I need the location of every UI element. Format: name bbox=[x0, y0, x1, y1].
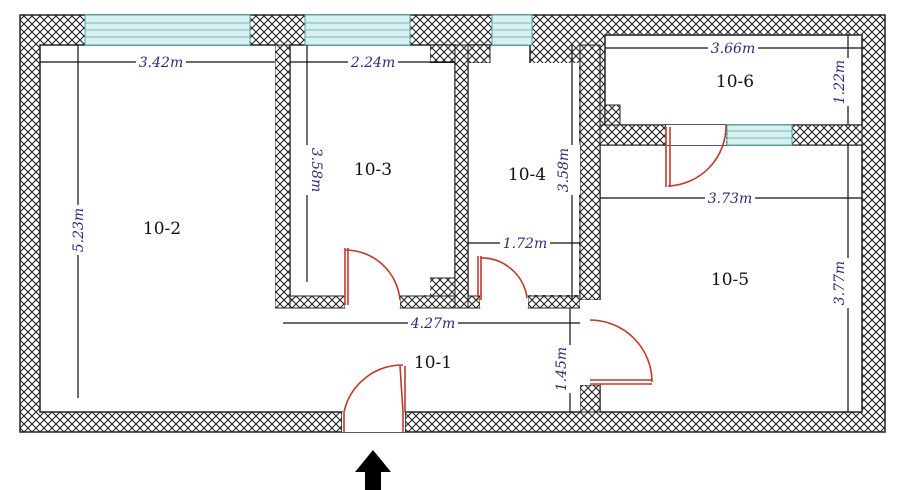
dim-10-3-height: 3.58m bbox=[299, 145, 324, 195]
dim-corridor-width: 4.27m bbox=[408, 315, 458, 332]
dim-10-5-width: 3.73m bbox=[705, 190, 755, 207]
dim-10-3-width: 2.24m bbox=[348, 54, 398, 71]
svg-text:1.72m: 1.72m bbox=[503, 236, 547, 252]
door-entrance bbox=[342, 364, 406, 432]
room-label-10-4: 10-4 bbox=[508, 165, 546, 185]
svg-text:4.27m: 4.27m bbox=[410, 316, 455, 332]
door-room-10-3 bbox=[344, 248, 401, 308]
entrance-arrow-icon bbox=[355, 450, 391, 490]
dim-10-4-height: 3.58m bbox=[556, 145, 580, 195]
door-room-10-6 bbox=[665, 124, 727, 187]
dim-10-4-width: 1.72m bbox=[500, 235, 550, 252]
door-room-10-5 bbox=[580, 319, 653, 385]
room-label-10-3: 10-3 bbox=[354, 160, 392, 180]
svg-text:1.45m: 1.45m bbox=[554, 347, 570, 391]
svg-text:3.73m: 3.73m bbox=[708, 191, 752, 207]
room-label-10-2: 10-2 bbox=[143, 219, 181, 239]
window-room-10-4 bbox=[491, 14, 533, 46]
svg-text:1.22m: 1.22m bbox=[832, 60, 848, 104]
svg-text:5.23m: 5.23m bbox=[71, 208, 87, 252]
dim-10-2-width: 3.42m bbox=[136, 54, 186, 71]
svg-text:2.24m: 2.24m bbox=[350, 55, 395, 71]
svg-text:3.77m: 3.77m bbox=[832, 261, 848, 305]
room-label-10-5: 10-5 bbox=[711, 270, 749, 290]
doors bbox=[342, 124, 727, 432]
svg-text:3.58m: 3.58m bbox=[556, 148, 572, 192]
room-interiors bbox=[41, 36, 861, 411]
door-room-10-4 bbox=[477, 256, 528, 308]
dim-10-5-height: 3.77m bbox=[832, 258, 856, 308]
window-room-10-3 bbox=[304, 14, 411, 46]
room-label-10-1: 10-1 bbox=[414, 353, 452, 373]
svg-text:3.42m: 3.42m bbox=[139, 55, 183, 71]
dim-10-2-height: 5.23m bbox=[70, 205, 87, 255]
windows bbox=[84, 14, 793, 146]
dim-10-6-height: 1.22m bbox=[832, 58, 856, 106]
dim-10-6-width: 3.66m bbox=[708, 40, 758, 57]
window-room-10-2 bbox=[84, 14, 251, 46]
svg-text:3.66m: 3.66m bbox=[711, 41, 755, 57]
window-room-10-5 bbox=[726, 124, 793, 146]
room-label-10-6: 10-6 bbox=[716, 72, 754, 92]
dimension-labels: 3.42m 5.23m 2.24m 3.58m 3.58m 1.72m 3.66… bbox=[70, 40, 856, 393]
room-labels: 10-2 10-3 10-4 10-6 10-5 10-1 bbox=[143, 72, 754, 373]
svg-text:3.58m: 3.58m bbox=[308, 148, 324, 192]
dim-corridor-height: 1.45m bbox=[554, 345, 578, 393]
